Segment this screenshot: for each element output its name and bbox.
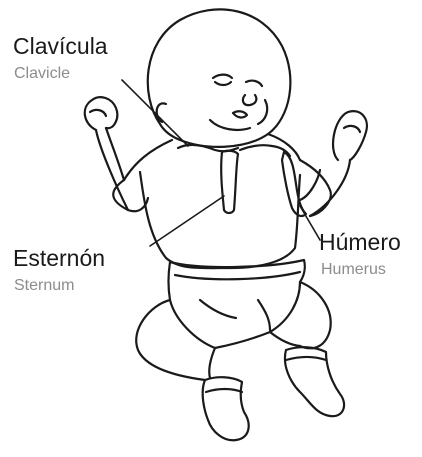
clavicle-label: Clavícula (13, 33, 108, 59)
baby-diaper (169, 260, 305, 348)
sternum-leader-line (150, 196, 224, 246)
humerus-label: Húmero (319, 229, 401, 255)
baby-torso (124, 134, 300, 268)
baby-left-leg (136, 300, 248, 440)
sternum-english-label: Sternum (14, 277, 74, 295)
clavicle-leader-line (122, 80, 188, 146)
baby-right-leg (270, 282, 344, 416)
sternum-label: Esternón (13, 245, 105, 271)
baby-left-arm (85, 97, 148, 211)
clavicle-english-label: Clavicle (14, 65, 70, 83)
humerus-english-label: Humerus (321, 261, 386, 279)
sternum-bone (221, 151, 238, 213)
baby-right-arm (300, 111, 367, 216)
